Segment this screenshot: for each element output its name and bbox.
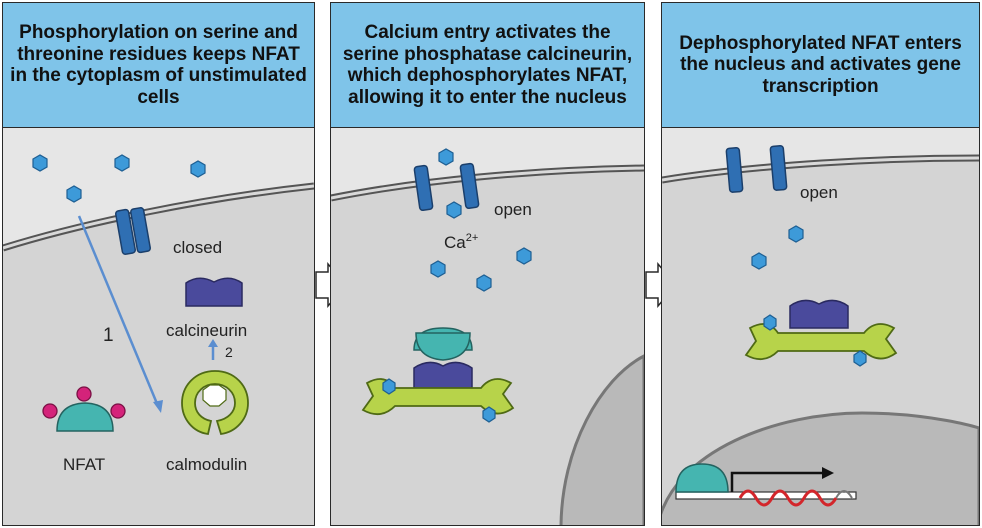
step-1-arrow	[77, 215, 163, 413]
phosphate-left	[42, 403, 58, 419]
calcium-channel-closed	[114, 207, 152, 255]
dna-strand	[675, 491, 857, 500]
nfat-calcineurin-complex	[361, 327, 515, 423]
step-2-label: 2	[225, 344, 233, 360]
calcium-ions	[751, 225, 804, 270]
closed-label: closed	[173, 238, 222, 257]
panel-1-title: Phosphorylation on serine and threonine …	[10, 22, 307, 108]
calmodulin-shape	[744, 323, 898, 361]
panel-nuclear-entry: Dephosphorylated NFAT enters the nucleus…	[661, 2, 980, 526]
cytoplasm	[331, 168, 644, 525]
panel-2-header: Calcium entry activates the serine phosp…	[331, 3, 644, 128]
mrna-strand	[738, 489, 838, 507]
open-label: open	[494, 200, 532, 219]
panel-3-scene: open	[662, 128, 979, 525]
panel-2-scene: open Ca2+	[331, 128, 644, 525]
panel-2-title: Calcium entry activates the serine phosp…	[342, 22, 633, 108]
panel-1-header: Phosphorylation on serine and threonine …	[3, 3, 314, 128]
calmodulin-label: calmodulin	[166, 455, 247, 474]
calcineurin-shape	[185, 277, 243, 307]
step-2-arrow	[208, 339, 218, 360]
calcium-ions	[430, 148, 532, 292]
calcium-channel-open	[725, 144, 788, 193]
gene-transcription	[675, 463, 857, 507]
calcium-ions	[32, 154, 206, 203]
nfat-bound	[675, 463, 729, 493]
calcineurin-shape	[413, 361, 473, 389]
cytoplasm	[3, 186, 314, 525]
nfat-phosphorylated	[42, 386, 126, 432]
phosphate-right	[110, 403, 126, 419]
panel-3-header: Dephosphorylated NFAT enters the nucleus…	[662, 3, 979, 128]
panel-3-title: Dephosphorylated NFAT enters the nucleus…	[679, 32, 962, 97]
calcium-channel-open	[413, 162, 480, 211]
nucleus	[559, 354, 644, 525]
nfat-label: NFAT	[63, 455, 105, 474]
open-label: open	[800, 183, 838, 202]
phosphate-top	[76, 386, 92, 402]
transcription-arrow	[730, 471, 827, 492]
panel-1-scene: closed 1 calcineurin 2	[3, 128, 314, 525]
panel-unstimulated: Phosphorylation on serine and threonine …	[2, 2, 315, 526]
calcium-label: Ca2+	[444, 232, 478, 252]
calmodulin-shape	[181, 370, 249, 436]
calcineurin-calmodulin-complex	[744, 299, 898, 367]
calcineurin-label: calcineurin	[166, 321, 247, 340]
calcineurin-shape	[789, 299, 849, 329]
step-1-label: 1	[103, 325, 114, 346]
panel-calcium-entry: Calcium entry activates the serine phosp…	[330, 2, 645, 526]
